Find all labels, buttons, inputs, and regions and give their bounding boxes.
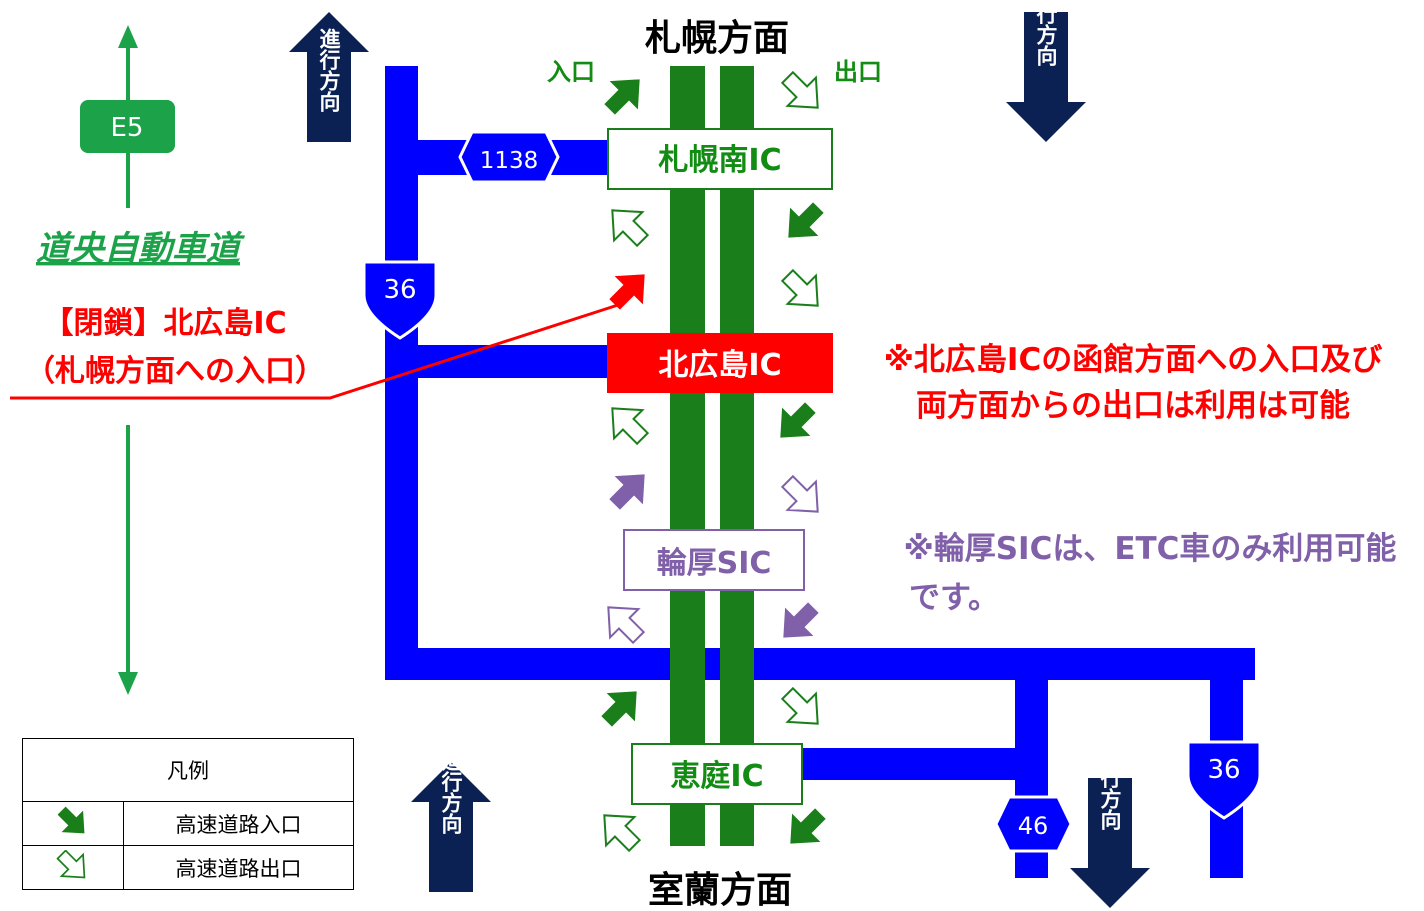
- direction-north-label: 札幌方面: [645, 18, 789, 59]
- exit-arrow: [772, 260, 833, 321]
- exit-arrow: [772, 62, 833, 123]
- svg-text:札幌南IC: 札幌南IC: [658, 143, 781, 178]
- note-kitahiroshima-line1: ※北広島ICの函館方面への入口及び: [884, 342, 1382, 378]
- smart-ic-entrance-arrow: [600, 460, 659, 519]
- smart-ic-exit-arrow: [593, 592, 654, 653]
- direction-south-label: 室蘭方面: [648, 870, 792, 911]
- entrance-label: 入口: [547, 58, 595, 86]
- expressway-name: 道央自動車道: [36, 229, 245, 269]
- route-36-shield-east: 36: [1186, 740, 1262, 820]
- entrance-arrow: [776, 799, 835, 858]
- legend-entrance-label: 高速道路入口: [123, 801, 354, 846]
- exit-label: 出口: [834, 58, 882, 86]
- closure-callout: 【閉鎖】北広島IC （札幌方面への入口）: [10, 303, 619, 400]
- note-kitahiroshima-line2: 両方面からの出口は利用は可能: [916, 388, 1350, 424]
- interchange-wattsu-sic: 輪厚SIC: [623, 529, 805, 591]
- legend-title: 凡例: [22, 737, 354, 803]
- route-36-shield-north: 36: [362, 260, 438, 340]
- route-46-shield: 46: [994, 795, 1073, 853]
- svg-text:36: 36: [1207, 755, 1240, 785]
- travel-direction-down-arrow: 進行方向: [1070, 746, 1150, 908]
- travel-direction-up-arrow: 進行方向: [411, 750, 491, 892]
- svg-text:46: 46: [1018, 812, 1049, 840]
- svg-text:（札幌方面への入口）: （札幌方面への入口）: [25, 354, 325, 389]
- svg-text:北広島IC: 北広島IC: [658, 348, 781, 383]
- exit-arrow: [589, 800, 650, 861]
- entrance-arrow: [766, 393, 825, 452]
- svg-text:進行方向: 進行方向: [1098, 746, 1123, 830]
- expressway-route-badge: E5: [80, 100, 175, 153]
- note-wattsu-line1: ※輪厚SICは、ETC車のみ利用可能: [904, 531, 1397, 567]
- svg-text:36: 36: [383, 275, 416, 305]
- svg-text:恵庭IC: 恵庭IC: [670, 759, 763, 794]
- interchange-eniwa: 恵庭IC: [631, 743, 803, 805]
- svg-text:進行方向: 進行方向: [317, 28, 342, 112]
- entrance-arrow: [774, 193, 833, 252]
- smart-ic-entrance-arrow: [769, 593, 828, 652]
- exit-arrow: [597, 195, 658, 256]
- closed-entrance-arrow: [600, 260, 659, 319]
- exit-arrow: [597, 393, 658, 454]
- svg-text:E5: E5: [111, 113, 144, 143]
- svg-text:輪厚SIC: 輪厚SIC: [657, 546, 772, 581]
- svg-text:進行方向: 進行方向: [1034, 0, 1059, 66]
- smart-ic-exit-arrow: [772, 466, 833, 527]
- exit-arrow: [772, 678, 833, 739]
- travel-direction-down-arrow: 進行方向: [1006, 0, 1086, 142]
- svg-text:【閉鎖】北広島IC: 【閉鎖】北広島IC: [43, 306, 286, 341]
- entrance-arrow: [592, 677, 651, 736]
- route-1138-shield: 1138: [458, 130, 560, 184]
- interchange-sapporo-minami: 札幌南IC: [607, 128, 833, 190]
- travel-direction-up-arrow: 進行方向: [289, 12, 369, 142]
- exit-arrow-icon: [22, 842, 124, 890]
- interchange-kitahiroshima: 北広島IC: [607, 333, 833, 393]
- note-wattsu-line2: です。: [909, 580, 999, 616]
- entrance-arrow: [595, 65, 654, 124]
- entrance-arrow-icon: [22, 799, 124, 846]
- expressway-lanes: [670, 66, 754, 846]
- svg-text:1138: 1138: [480, 148, 539, 174]
- legend-table: 凡例 高速道路入口 高速道路出口: [22, 737, 354, 890]
- legend-exit-label: 高速道路出口: [123, 845, 354, 890]
- svg-text:進行方向: 進行方向: [439, 750, 464, 834]
